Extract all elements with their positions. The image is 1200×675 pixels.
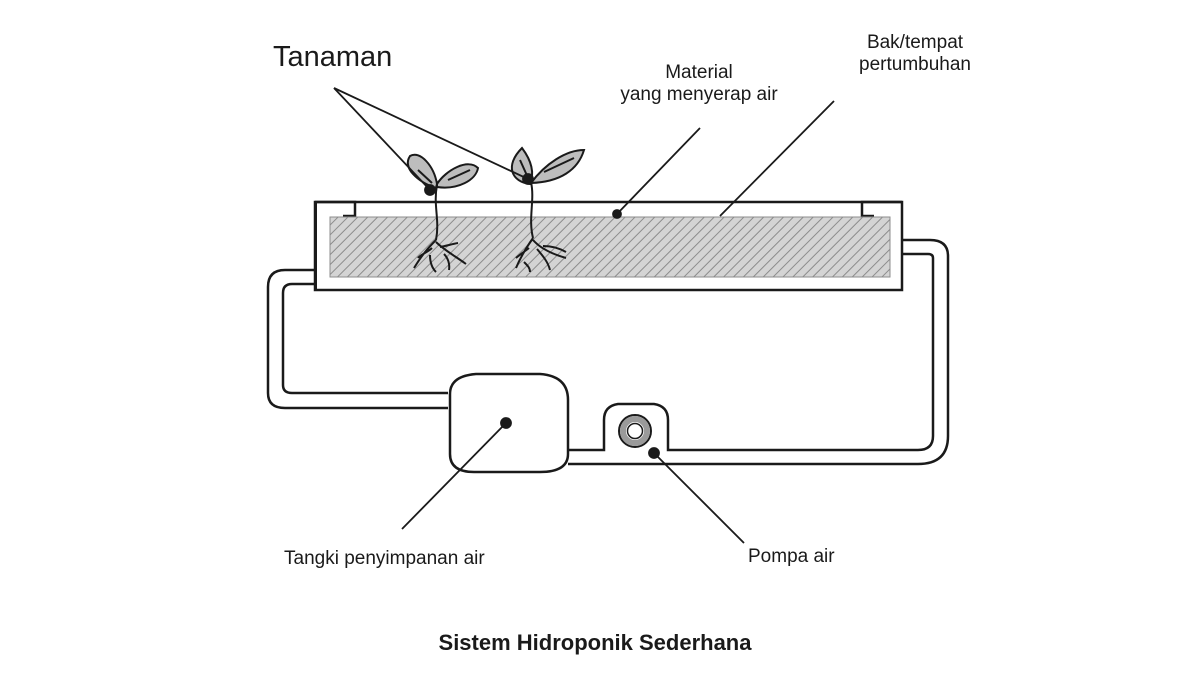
growing-tray-label: Bak/tempat pertumbuhan — [838, 32, 992, 77]
diagram-title: Sistem Hidroponik Sederhana — [438, 630, 752, 655]
plant-left — [407, 153, 480, 273]
absorbent-material-label-line1: Material — [665, 62, 733, 83]
storage-tank-label: Tangki penyimpanan air — [284, 548, 485, 569]
growing-tray — [313, 200, 904, 292]
absorbent-material-label: Material yang menyerap air — [598, 62, 800, 107]
growing-tray-label-line2: pertumbuhan — [859, 54, 971, 76]
plants-label: Tanaman — [273, 41, 393, 73]
absorbent-material — [329, 216, 891, 278]
water-pump — [618, 414, 652, 448]
plant-right — [510, 146, 586, 273]
growing-tray-label-line1: Bak/tempat — [866, 32, 964, 53]
leader-lines — [333, 87, 835, 544]
absorbent-material-label-line2: yang menyerap air — [620, 84, 778, 106]
water-pump-label: Pompa air — [748, 546, 835, 567]
water-pipe — [266, 238, 950, 466]
